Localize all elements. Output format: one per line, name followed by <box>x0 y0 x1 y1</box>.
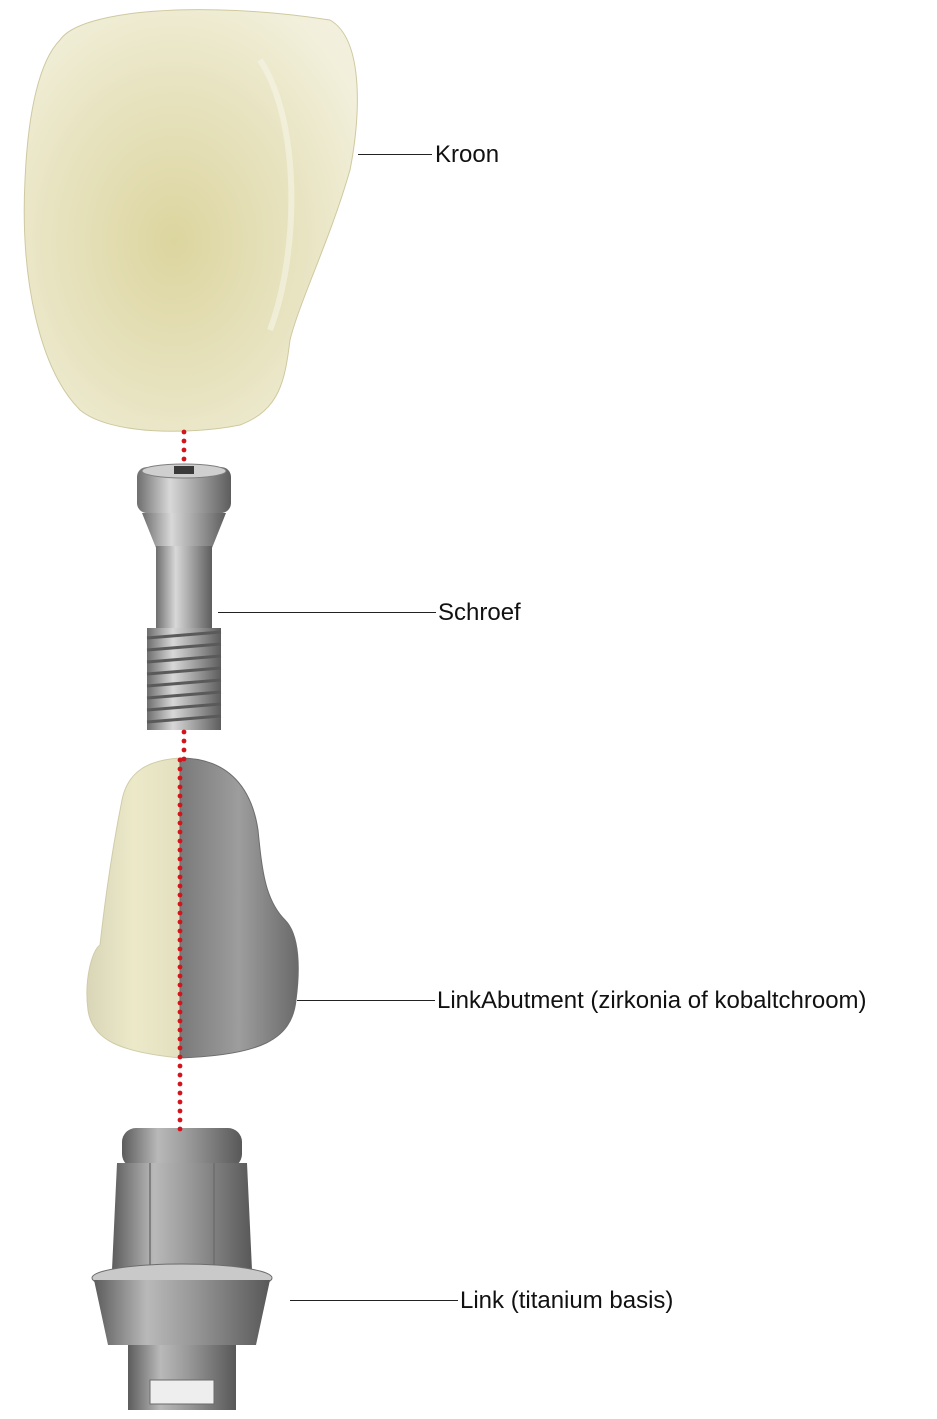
axis-dot <box>178 1055 183 1060</box>
link-base-leader-line <box>290 1300 458 1301</box>
axis-dot <box>178 866 183 871</box>
axis-dot <box>178 956 183 961</box>
axis-dot <box>182 757 187 762</box>
axis-dot <box>178 785 183 790</box>
axis-dot <box>178 1073 183 1078</box>
axis-dot <box>178 857 183 862</box>
screw-thread <box>147 628 221 730</box>
axis-dot <box>178 992 183 997</box>
link-abutment-label: LinkAbutment (zirkonia of kobaltchroom) <box>437 989 867 1013</box>
axis-dot <box>178 920 183 925</box>
axis-dot <box>178 947 183 952</box>
axis-dot <box>178 902 183 907</box>
axis-dot <box>178 1010 183 1015</box>
screw-shape <box>137 464 231 730</box>
crown-label: Kroon <box>435 143 499 167</box>
screw-label: Schroef <box>438 601 521 625</box>
axis-dot <box>178 938 183 943</box>
axis-dot <box>178 974 183 979</box>
axis-dot <box>178 1064 183 1069</box>
link-base-shape <box>92 1128 272 1410</box>
axis-dot <box>178 929 183 934</box>
axis-dot <box>178 911 183 916</box>
axis-dot <box>182 448 187 453</box>
axis-dot <box>178 839 183 844</box>
axis-dot <box>178 893 183 898</box>
axis-dot <box>178 1109 183 1114</box>
axis-dot <box>182 439 187 444</box>
crown-shape <box>24 10 357 432</box>
axis-dot <box>178 983 183 988</box>
axis-dot <box>178 884 183 889</box>
axis-dot <box>178 1118 183 1123</box>
axis-dot <box>178 776 183 781</box>
axis-dot <box>178 794 183 799</box>
axis-dot <box>178 830 183 835</box>
link-abutment-leader-line <box>297 1000 435 1001</box>
screw-leader-line <box>218 612 436 613</box>
axis-dot <box>178 1019 183 1024</box>
axis-dot <box>178 1001 183 1006</box>
axis-dot <box>178 1091 183 1096</box>
axis-dot <box>178 1127 183 1132</box>
axis-dot <box>178 875 183 880</box>
axis-dot <box>178 767 183 772</box>
axis-dot <box>178 1046 183 1051</box>
crown-leader-line <box>358 154 432 155</box>
axis-dot <box>182 430 187 435</box>
axis-dot <box>178 965 183 970</box>
axis-dot <box>182 457 187 462</box>
axis-dot <box>182 730 187 735</box>
link-abutment-shape <box>87 758 298 1058</box>
axis-dot <box>178 812 183 817</box>
axis-dot <box>182 748 187 753</box>
axis-dot <box>178 1100 183 1105</box>
axis-dot <box>178 803 183 808</box>
link-base-label: Link (titanium basis) <box>460 1289 673 1313</box>
axis-dot <box>178 1082 183 1087</box>
axis-dot <box>178 758 183 763</box>
axis-dot <box>182 739 187 744</box>
axis-dot <box>178 1028 183 1033</box>
axis-dot <box>178 1037 183 1042</box>
axis-dot <box>178 821 183 826</box>
axis-dot <box>178 848 183 853</box>
